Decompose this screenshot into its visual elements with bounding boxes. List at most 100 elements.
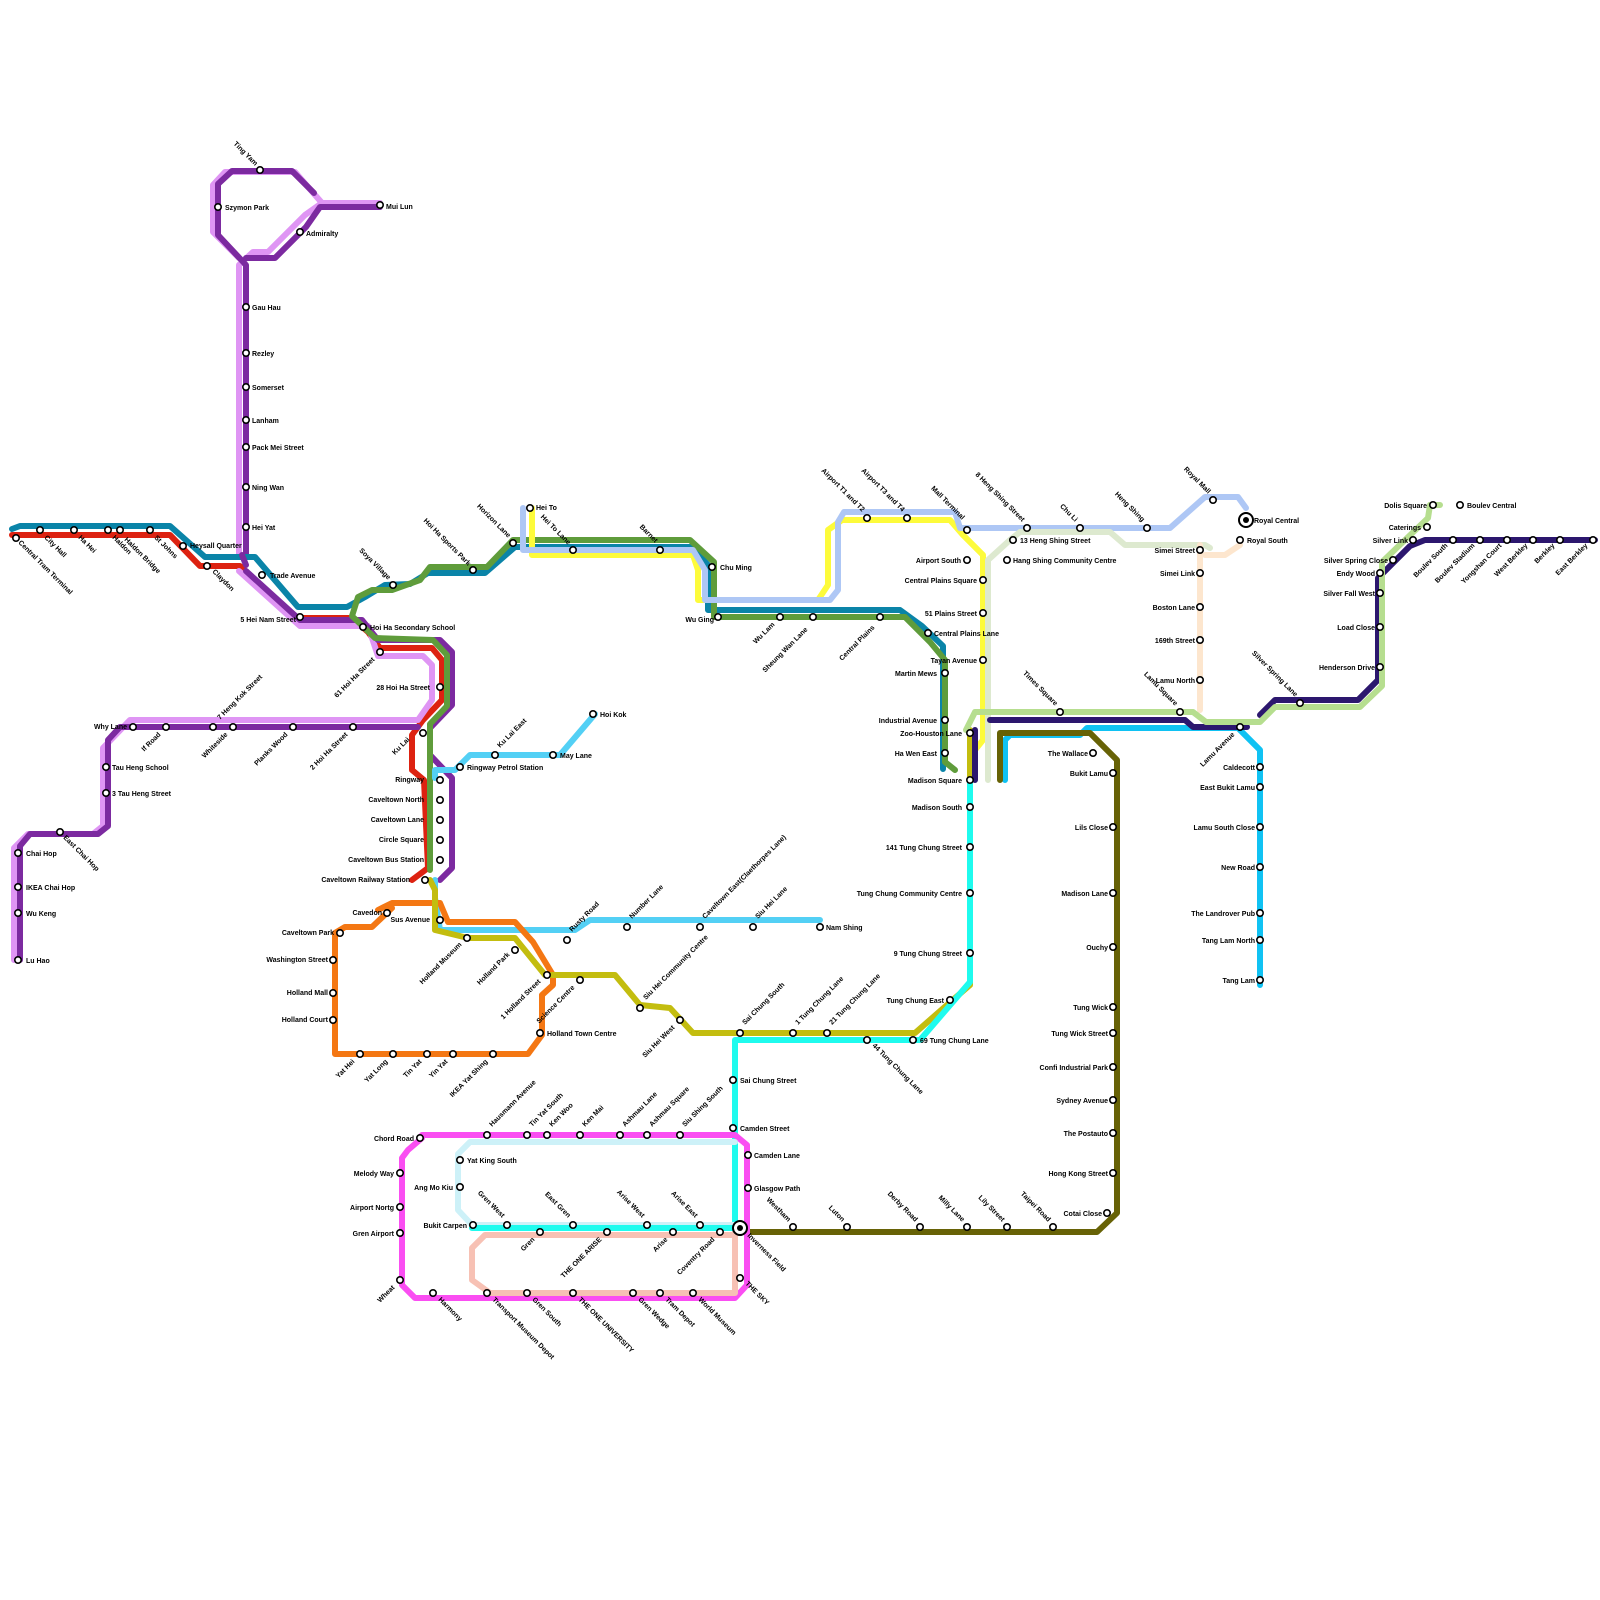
- station-marker[interactable]: [104, 525, 113, 534]
- station-marker[interactable]: [1376, 622, 1385, 631]
- station-glasgow-path[interactable]: Glasgow Path: [743, 1184, 800, 1193]
- station-caveltown-east-claethorpes-lane[interactable]: Caveltown East(Claethorpes Lane): [695, 834, 788, 931]
- station-confi-industrial-park[interactable]: Confi Industrial Park: [1040, 1063, 1118, 1072]
- station-marker[interactable]: [965, 948, 974, 957]
- station-caveltown-park[interactable]: Caveltown Park: [282, 928, 344, 937]
- hub-inverness-field[interactable]: [732, 1220, 748, 1236]
- station-marker[interactable]: [707, 562, 716, 571]
- station-marker[interactable]: [12, 533, 21, 542]
- station-caveltown-lane[interactable]: Caveltown Lane: [371, 815, 444, 824]
- station-marker[interactable]: [435, 775, 444, 784]
- station-central-tram-terminal[interactable]: Central Tram Terminal: [12, 533, 74, 597]
- station-marker[interactable]: [965, 888, 974, 897]
- station-marker[interactable]: [203, 561, 212, 570]
- station-caveltown-bus-station[interactable]: Caveltown Bus Station: [348, 855, 444, 864]
- station-marker[interactable]: [1076, 523, 1085, 532]
- station-marker[interactable]: [1002, 1223, 1011, 1232]
- station-endy-wood[interactable]: Endy Wood: [1337, 568, 1385, 578]
- station-ringway[interactable]: Ringway: [395, 775, 444, 784]
- station-marker[interactable]: [102, 762, 111, 771]
- station-marker[interactable]: [428, 1289, 437, 1298]
- station-airport-south[interactable]: Airport South: [916, 555, 971, 565]
- station-marker[interactable]: [295, 612, 304, 621]
- station-marker[interactable]: [482, 1131, 491, 1140]
- station-marker[interactable]: [179, 541, 188, 550]
- station-marker[interactable]: [522, 1131, 531, 1140]
- station-marker[interactable]: [1376, 568, 1385, 577]
- station-marker[interactable]: [1196, 675, 1205, 684]
- station-silver-link[interactable]: Silver Link: [1373, 535, 1418, 545]
- station-marker[interactable]: [675, 1015, 684, 1024]
- station-ikea-chai-hop[interactable]: IKEA Chai Hop: [14, 882, 75, 892]
- station-simei-link[interactable]: Simei Link: [1160, 568, 1205, 578]
- station-marker[interactable]: [242, 415, 251, 424]
- station-marker[interactable]: [375, 647, 384, 656]
- station-marker[interactable]: [35, 525, 44, 534]
- station-marker[interactable]: [328, 1015, 337, 1024]
- station-silver-fall-west[interactable]: Silver Fall West: [1323, 588, 1385, 598]
- station-gren-airport[interactable]: Gren Airport: [353, 1229, 404, 1238]
- station-marker[interactable]: [1409, 535, 1418, 544]
- station-central-plains[interactable]: Central Plains: [838, 612, 884, 663]
- station-marker[interactable]: [1256, 782, 1265, 791]
- station-madison-south[interactable]: Madison South: [912, 802, 974, 812]
- station-tung-wick-street[interactable]: Tung Wick Street: [1051, 1029, 1118, 1038]
- station-marker[interactable]: [642, 1221, 651, 1230]
- station-marker[interactable]: [508, 538, 517, 547]
- station-marker[interactable]: [748, 922, 757, 931]
- station-marker[interactable]: [146, 525, 155, 534]
- station-marker[interactable]: [355, 1050, 364, 1059]
- station-marker[interactable]: [535, 1228, 544, 1237]
- station-marker[interactable]: [242, 522, 251, 531]
- station-marker[interactable]: [328, 955, 337, 964]
- station-mui-lun[interactable]: Mui Lun: [375, 201, 413, 211]
- station-marker[interactable]: [455, 1156, 464, 1165]
- station-marker[interactable]: [668, 1228, 677, 1237]
- station-hang-shing-community-centre[interactable]: Hang Shing Community Centre: [1002, 555, 1117, 565]
- station-sai-chung-street[interactable]: Sai Chung Street: [728, 1076, 797, 1085]
- station-marker[interactable]: [229, 722, 238, 731]
- station-chai-hop[interactable]: Chai Hop: [14, 848, 57, 858]
- station-szymon-park[interactable]: Szymon Park: [214, 203, 269, 212]
- station-marker[interactable]: [788, 1223, 797, 1232]
- station-marker[interactable]: [1236, 722, 1245, 731]
- station-marker[interactable]: [209, 722, 218, 731]
- station-marker[interactable]: [335, 928, 344, 937]
- station-marker[interactable]: [788, 1029, 797, 1038]
- station-marker[interactable]: [242, 348, 251, 357]
- station-tung-wick[interactable]: Tung Wick: [1073, 1002, 1118, 1012]
- station-madison-lane[interactable]: Madison Lane: [1061, 888, 1118, 898]
- station-siu-hei-lane[interactable]: Siu Hei Lane: [748, 886, 789, 931]
- station-caldecott[interactable]: Caldecott: [1223, 762, 1265, 772]
- station-marker[interactable]: [502, 1221, 511, 1230]
- station-marker[interactable]: [435, 855, 444, 864]
- station-marker[interactable]: [1109, 1096, 1118, 1105]
- station-2-hoi-ha-street[interactable]: 2 Hoi Ha Street: [309, 722, 357, 772]
- station-marker[interactable]: [535, 1029, 544, 1038]
- station-holland-park[interactable]: Holland Park: [476, 945, 519, 987]
- station-marker[interactable]: [940, 668, 949, 677]
- station-wu-keng[interactable]: Wu Keng: [14, 908, 56, 918]
- station-marker[interactable]: [1589, 535, 1598, 544]
- station-marker[interactable]: [965, 775, 974, 784]
- station-planks-wood[interactable]: Planks Wood: [253, 722, 297, 768]
- station-marker[interactable]: [1109, 822, 1118, 831]
- station-melody-way[interactable]: Melody Way: [354, 1169, 404, 1178]
- station-marker[interactable]: [822, 1029, 831, 1038]
- station-3-tau-heng-street[interactable]: 3 Tau Heng Street: [102, 788, 172, 798]
- station-siu-hei-community-centre[interactable]: Siu Hei Community Centre: [635, 934, 710, 1012]
- station-boulev-central[interactable]: Boulev Central: [1456, 500, 1517, 510]
- station-marker[interactable]: [358, 622, 367, 631]
- station-lily-street[interactable]: Lily Street: [977, 1195, 1011, 1232]
- station-tung-chung-community-centre[interactable]: Tung Chung Community Centre: [857, 888, 974, 898]
- station-marker[interactable]: [490, 750, 499, 759]
- station-royal-mall[interactable]: Royal Mall: [1182, 466, 1218, 504]
- station-rezley[interactable]: Rezley: [242, 348, 274, 358]
- station-marker[interactable]: [14, 848, 23, 857]
- station-marker[interactable]: [743, 1151, 752, 1160]
- station-marker[interactable]: [1008, 535, 1017, 544]
- station-city-hall[interactable]: City Hall: [35, 525, 68, 559]
- station-marker[interactable]: [965, 802, 974, 811]
- station-marker[interactable]: [435, 682, 444, 691]
- station-marker[interactable]: [242, 382, 251, 391]
